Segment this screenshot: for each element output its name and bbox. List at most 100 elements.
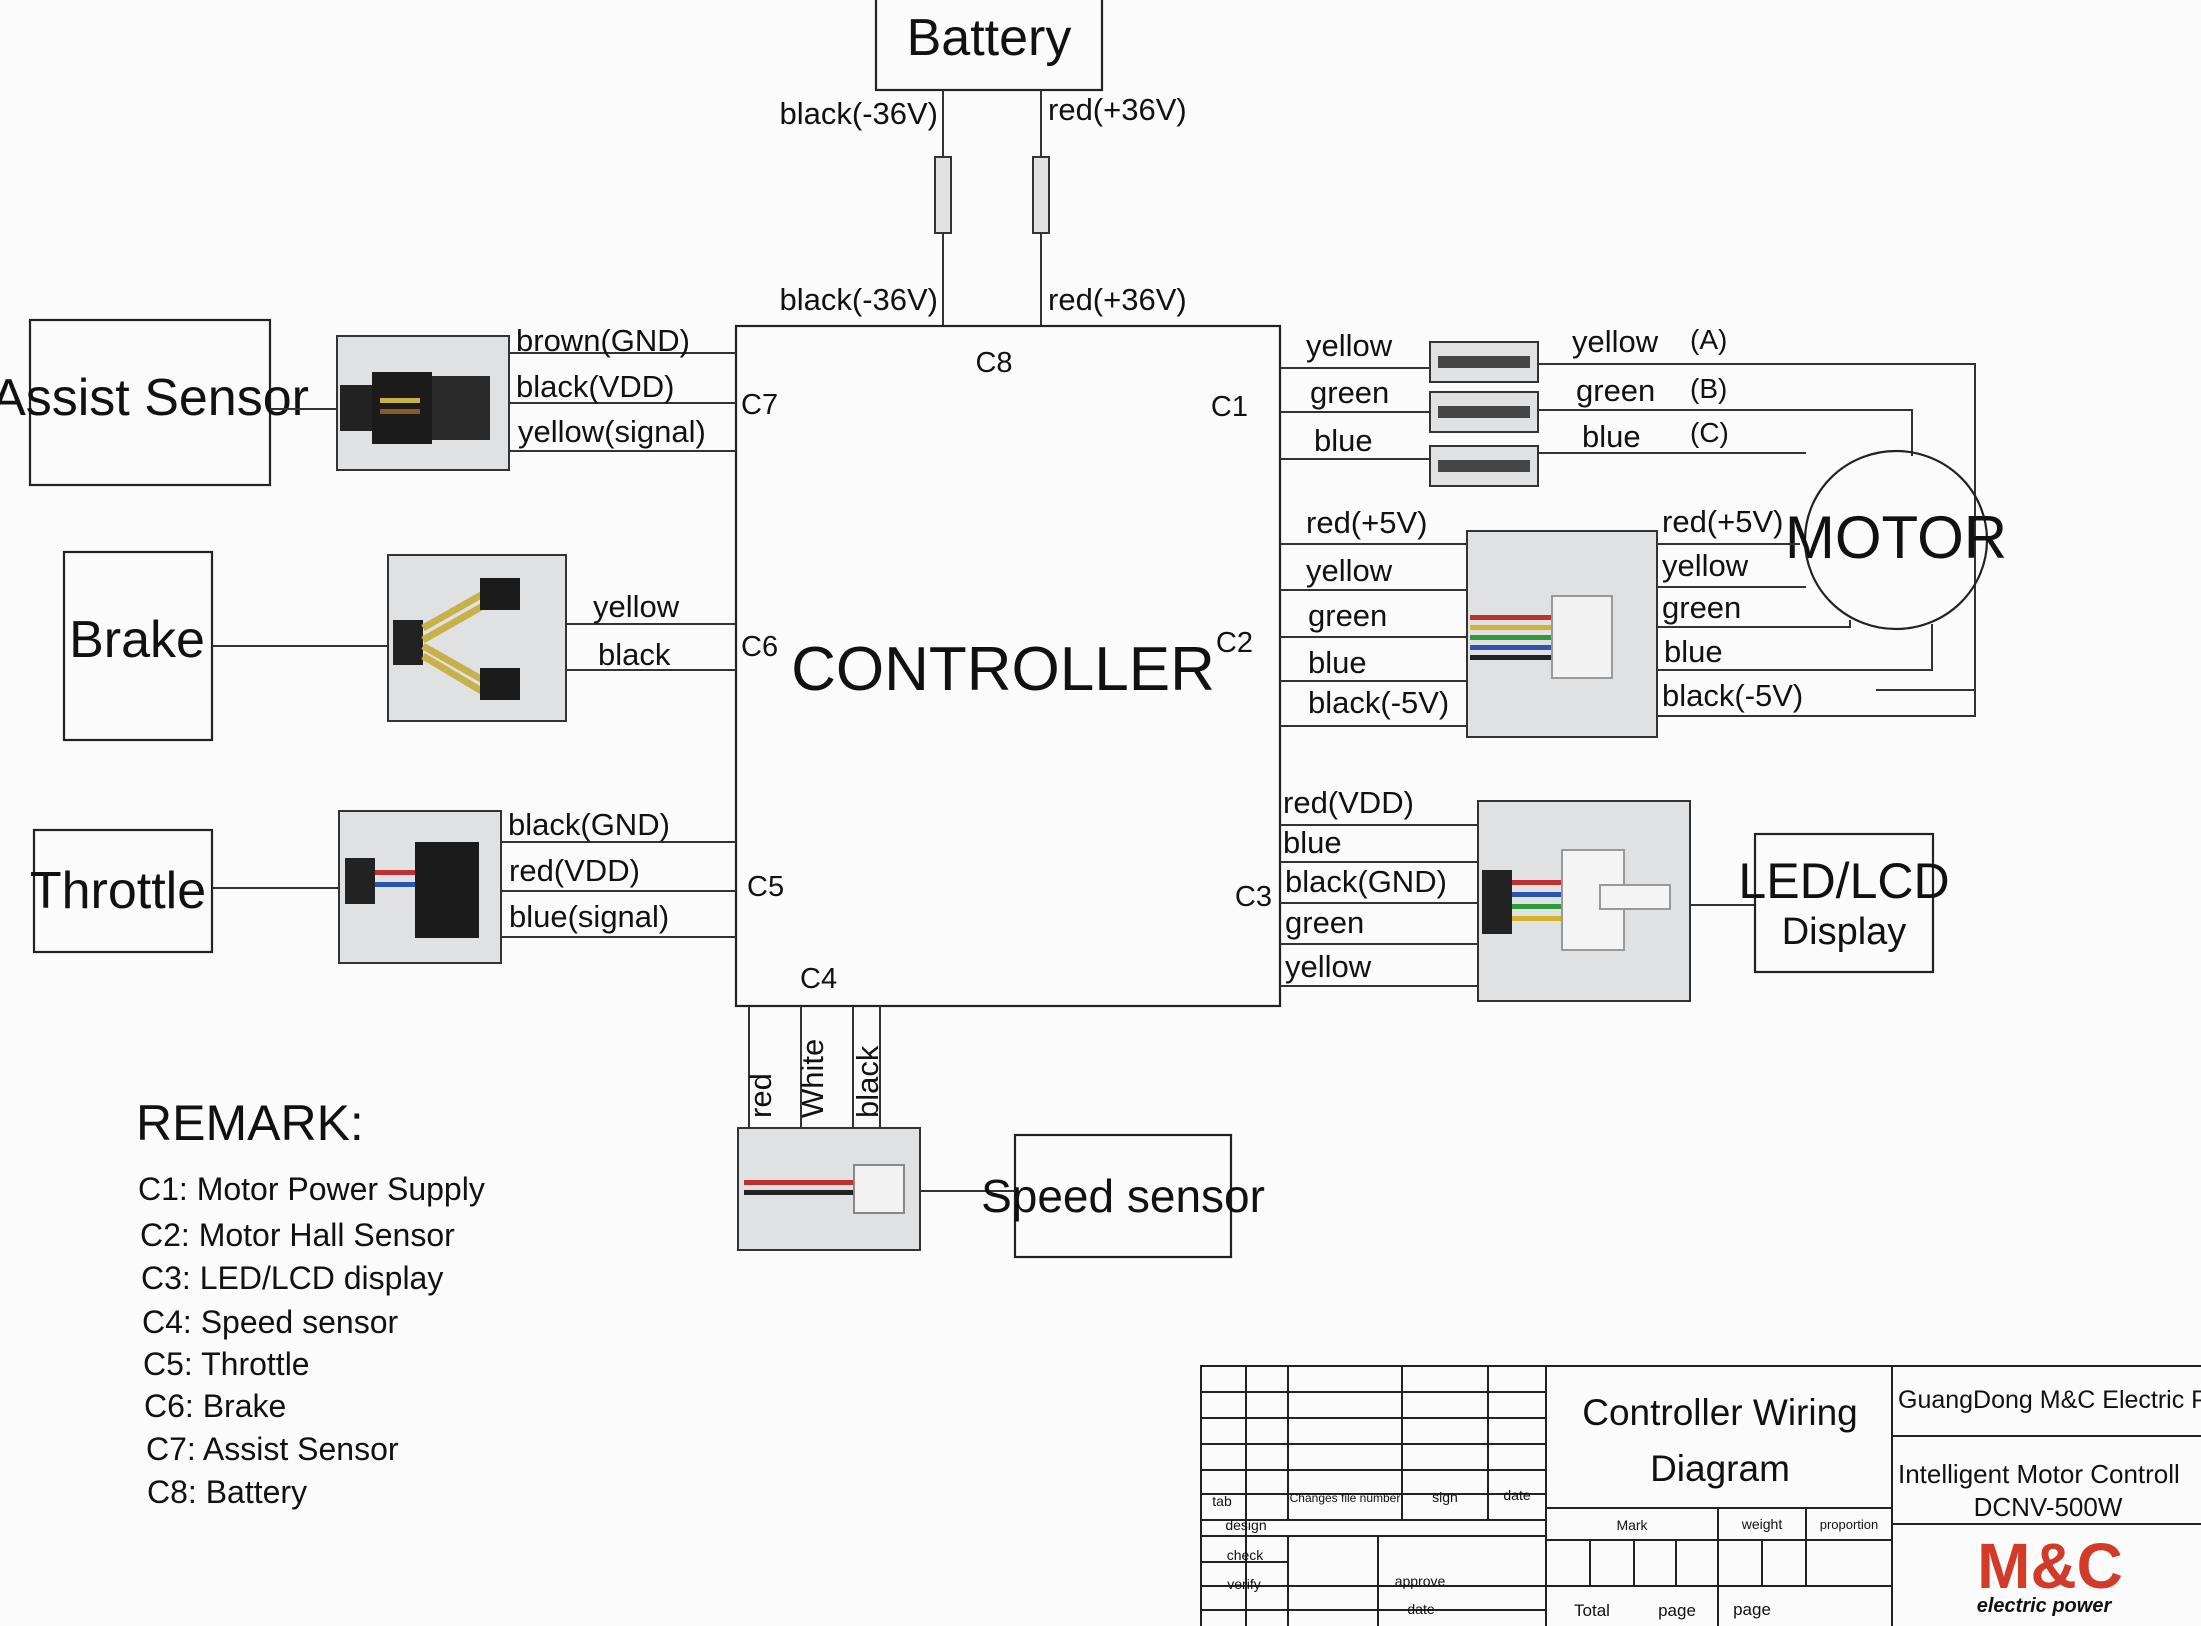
tb-proportion-label: proportion [1820, 1517, 1879, 1532]
c2-right-label-5: black(-5V) [1662, 678, 1803, 713]
throttle-box [32, 828, 214, 954]
c2-right-label-3: green [1662, 590, 1741, 625]
c2-left-label-5: black(-5V) [1308, 685, 1449, 720]
title-block [1200, 1365, 2201, 1626]
tb-approve-label: approve [1395, 1573, 1446, 1589]
throttle-label: Throttle [30, 862, 206, 920]
battery-label: Battery [907, 9, 1072, 67]
tb-total-label: Total [1574, 1601, 1610, 1620]
battery-pos-label-top: red(+36V) [1048, 92, 1187, 127]
speed-sensor-label: Speed sensor [981, 1170, 1265, 1222]
tb-mark-label: Mark [1616, 1517, 1648, 1533]
connector-c2: C2 [1216, 627, 1253, 659]
motor-circle [1803, 449, 1989, 631]
remark-item: C4: Speed sensor [142, 1304, 399, 1340]
brake-connector-plug-icon [393, 578, 520, 700]
tb-page-label-1: page [1658, 1601, 1696, 1620]
c6-wire-label-2: black [598, 637, 671, 672]
remark-item: C3: LED/LCD display [141, 1260, 443, 1296]
remark-item: C5: Throttle [143, 1346, 310, 1382]
tb-tab-label: tab [1212, 1493, 1232, 1509]
c3-wire-label-3: black(GND) [1285, 864, 1447, 899]
connector-c8: C8 [975, 347, 1012, 379]
connector-c1: C1 [1211, 391, 1248, 423]
svg-text:electric power: electric power [1977, 1595, 2113, 1617]
battery-box [874, 0, 1104, 92]
connector-c4: C4 [800, 963, 837, 995]
c3-wire-label-5: yellow [1285, 949, 1372, 984]
c7-wire-label-1: brown(GND) [516, 323, 690, 358]
connector-c3: C3 [1235, 881, 1272, 913]
c1-left-label-1: yellow [1306, 328, 1393, 363]
display-label-line1: LED/LCD [1738, 853, 1949, 909]
c1-plug-a [1438, 356, 1530, 368]
c2-wire-4-right [1657, 624, 1933, 671]
c1-wire-b-right [1538, 409, 1913, 456]
c2-connector-plug-icon [1470, 595, 1613, 679]
c1-left-label-2: green [1310, 375, 1389, 410]
remark-item: C1: Motor Power Supply [138, 1171, 485, 1207]
c1-right-label-1: yellow [1572, 324, 1659, 359]
brake-label: Brake [69, 611, 205, 669]
c1-phase-label-b: (B) [1690, 373, 1727, 404]
speed-sensor-box [1013, 1133, 1233, 1259]
display-label-line2: Display [1782, 911, 1907, 953]
remark-item: C7: Assist Sensor [146, 1431, 399, 1467]
tb-sign-label: sign [1432, 1489, 1458, 1505]
c4-wire-label-2: White [795, 1039, 830, 1118]
c1-left-label-3: blue [1314, 423, 1373, 458]
tb-product-line2: DCNV-500W [1974, 1492, 2123, 1522]
c2-right-label-2: yellow [1662, 548, 1749, 583]
c1-phase-label-a: (A) [1690, 324, 1727, 355]
tb-changes-label: Changes file number [1290, 1491, 1401, 1505]
c2-left-label-4: blue [1308, 645, 1367, 680]
c2-left-label-3: green [1308, 598, 1387, 633]
remark-item: C8: Battery [147, 1474, 307, 1510]
c4-wire-label-3: black [850, 1045, 885, 1118]
fuse-icon-positive [1032, 156, 1050, 234]
tb-verify-label: verify [1227, 1576, 1260, 1592]
remark-heading: REMARK: [136, 1095, 364, 1151]
c2-left-label-1: red(+5V) [1306, 505, 1427, 540]
display-box [1753, 832, 1935, 974]
c2-wire-3-right [1657, 620, 1851, 628]
throttle-connector-plug-icon [345, 842, 479, 938]
c3-wire-label-1: red(VDD) [1283, 785, 1414, 820]
tb-weight-label: weight [1741, 1516, 1783, 1532]
c1-phase-label-c: (C) [1690, 417, 1729, 448]
remark-item: C6: Brake [144, 1388, 286, 1424]
remark-item: C2: Motor Hall Sensor [140, 1217, 455, 1253]
c1-plug-b [1438, 406, 1530, 418]
svg-text:M&C: M&C [1977, 1530, 2123, 1602]
c2-right-label-4: blue [1664, 634, 1723, 669]
c1-plug-c [1438, 460, 1530, 472]
connector-c7: C7 [741, 389, 778, 421]
tb-page-label-2: page [1733, 1600, 1771, 1619]
c4-wire-label-1: red [743, 1073, 778, 1118]
c2-right-label-1: red(+5V) [1662, 504, 1783, 539]
c1-wire-a-right [1538, 363, 1976, 691]
c3-connector-plug-icon [1482, 849, 1671, 951]
tb-product-line1: Intelligent Motor Controll [1898, 1459, 2180, 1489]
tb-approve-date-label: date [1407, 1601, 1434, 1617]
connector-c5: C5 [747, 871, 784, 903]
battery-neg-label-bottom: black(-36V) [780, 282, 939, 317]
c5-wire-label-3: blue(signal) [509, 899, 669, 934]
battery-pos-label-bottom: red(+36V) [1048, 282, 1187, 317]
c5-wire-label-1: black(GND) [508, 807, 670, 842]
c7-wire-label-3: yellow(signal) [518, 414, 706, 449]
assist-sensor-label: Assist Sensor [0, 369, 309, 427]
assist-sensor-box [28, 318, 272, 487]
tb-date-label: date [1503, 1487, 1530, 1503]
c7-wire-label-2: black(VDD) [516, 369, 674, 404]
tb-design-label: design [1225, 1517, 1266, 1533]
tb-title-line2: Diagram [1650, 1448, 1790, 1489]
c1-right-label-2: green [1576, 373, 1655, 408]
controller-box [734, 324, 1282, 1008]
battery-neg-label-top: black(-36V) [780, 96, 939, 131]
c1-right-label-3: blue [1582, 419, 1641, 454]
c3-wire-label-4: green [1285, 905, 1364, 940]
tb-company-name: GuangDong M&C Electric Power Co.,L [1898, 1386, 2201, 1414]
tb-title-line1: Controller Wiring [1582, 1392, 1858, 1433]
